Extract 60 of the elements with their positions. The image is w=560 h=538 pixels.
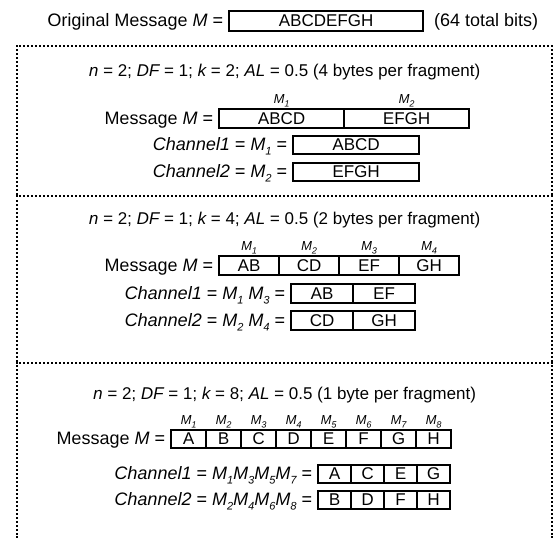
equation-label: Channel2 = M$_{2}$M$_{4}$M$_{6}$M$_{8}$ =	[114, 489, 312, 515]
fragment-label: M$_{3}$	[361, 239, 377, 258]
fragment-cell: CD	[290, 310, 354, 331]
parameter-heading: n = 2; DF = 1; k = 2; AL = 0.5 (4 bytes per fragment)	[88, 61, 480, 81]
fragment-cell: ABCDEFGH	[228, 10, 424, 32]
fragment-cell: H	[416, 490, 451, 510]
fragment-cell: CD	[278, 255, 340, 276]
fragment-cell: E	[310, 429, 347, 449]
fragment-cell: AB	[290, 283, 354, 304]
fragment-cell: G	[416, 464, 451, 484]
fragment-cell: EF	[338, 255, 400, 276]
fragment-label: M$_{6}$	[356, 413, 372, 432]
equation-label: Channel1 = M$_{1}$ =	[152, 134, 287, 160]
fragment-label: M$_{5}$	[320, 413, 336, 432]
parameter-heading: n = 2; DF = 1; k = 4; AL = 0.5 (2 bytes per fragment)	[88, 209, 480, 229]
fragment-label: M$_{4}$	[286, 413, 302, 432]
fragment-cell: H	[415, 429, 452, 449]
fragment-label: M$_{8}$	[426, 413, 442, 432]
fragment-cell: GH	[352, 310, 416, 331]
equation-label: Channel1 = M$_{1}$M$_{3}$M$_{5}$M$_{7}$ =	[114, 463, 312, 489]
parameter-heading: n = 2; DF = 1; k = 8; AL = 0.5 (1 byte per fragment)	[93, 384, 476, 404]
fragment-cell: D	[350, 490, 385, 510]
equation-label: Channel1 = M$_{1}$ M$_{3}$ =	[124, 282, 285, 308]
fragment-cell: B	[205, 429, 242, 449]
fragment-label: M$_{4}$	[421, 239, 437, 258]
equation-label: Message M =	[104, 254, 213, 274]
equation-label: Original Message M =	[47, 10, 223, 30]
fragment-label: M$_{2}$	[398, 92, 414, 111]
section-panel	[16, 195, 553, 362]
fragment-cell: ABCD	[218, 108, 345, 129]
fragment-cell: F	[383, 490, 418, 510]
fragment-label: M$_{1}$	[274, 92, 290, 111]
fragment-label: M$_{2}$	[301, 239, 317, 258]
fragment-cell: AB	[218, 255, 280, 276]
fragment-cell: D	[275, 429, 312, 449]
fragment-label: M$_{1}$	[180, 413, 196, 432]
fragment-cell: ABCD	[292, 135, 420, 155]
fragment-cell: C	[240, 429, 277, 449]
fragment-label: M$_{3}$	[250, 413, 266, 432]
fragment-cell: F	[345, 429, 382, 449]
equation-label: Channel2 = M$_{2}$ M$_{4}$ =	[124, 310, 285, 336]
fragment-cell: EFGH	[292, 162, 420, 182]
equation-label: Message M =	[104, 108, 213, 128]
section-panel	[16, 45, 553, 195]
fragment-label: M$_{7}$	[390, 413, 406, 432]
fragment-cell: GH	[398, 255, 460, 276]
section-panel	[16, 362, 553, 538]
equation-label: Message M =	[56, 428, 165, 448]
fragment-cell: A	[170, 429, 207, 449]
fragment-cell: C	[350, 464, 385, 484]
bit-count-note: (64 total bits)	[434, 10, 538, 30]
fragment-cell: E	[383, 464, 418, 484]
fragment-cell: G	[380, 429, 417, 449]
fragment-cell: A	[317, 464, 352, 484]
fragment-cell: EFGH	[343, 108, 470, 129]
equation-label: Channel2 = M$_{2}$ =	[152, 161, 287, 187]
fragment-label: M$_{1}$	[241, 239, 257, 258]
fragment-cell: B	[317, 490, 352, 510]
fragment-label: M$_{2}$	[216, 413, 232, 432]
fragment-cell: EF	[352, 283, 416, 304]
